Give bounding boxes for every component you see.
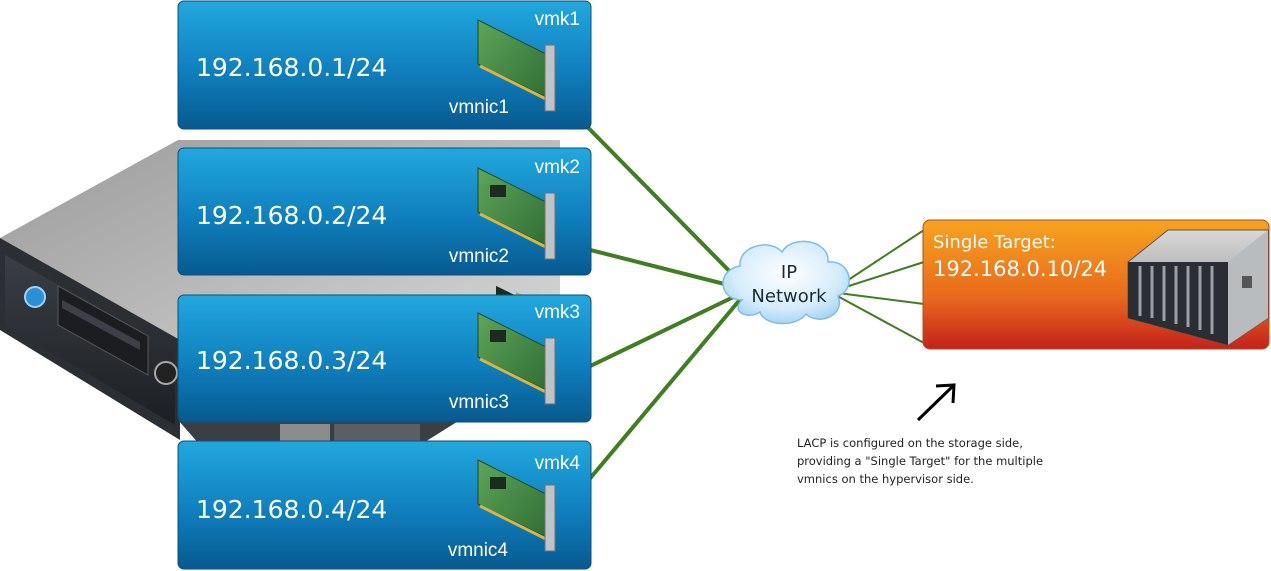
nic-card-icon [477,312,556,405]
vmk-box-4: 192.168.0.4/24 vmk4 vmnic4 [177,440,592,570]
vmnic-label: vmnic3 [449,392,509,413]
cloud-icon: IP Network [722,240,850,325]
vmk-ip: 192.168.0.3/24 [196,346,387,375]
vmnic-label: vmnic4 [448,540,509,561]
vmnic-label: vmnic2 [449,246,509,267]
nic-card-icon [477,167,556,260]
target-ip: 192.168.0.10/24 [933,257,1107,281]
vmk-box-2: 192.168.0.2/24 vmk2 vmnic2 [177,147,592,276]
vmk-label: vmk3 [535,302,580,323]
target-title: Single Target: [933,232,1056,253]
network-label-line1: IP [781,262,797,283]
vmnic-label: vmnic1 [449,97,509,118]
nic-card-icon [477,459,556,552]
vmk-box-1: 192.168.0.1/24 vmk1 vmnic1 [177,0,592,309]
vmk-label: vmk1 [535,9,580,30]
vmk-ip: 192.168.0.4/24 [196,495,387,524]
link-target-3 [829,291,925,305]
vmk-ip: 192.168.0.2/24 [196,201,387,230]
storage-array-icon [1127,229,1269,346]
vmk-label: vmk4 [535,453,581,474]
network-label-line2: Network [751,286,827,307]
vmk-label: vmk2 [535,157,580,178]
link-target-4 [829,291,925,344]
lacp-note: LACP is configured on the storage side, … [797,436,1044,486]
vmk-ip: 192.168.0.1/24 [196,53,387,82]
single-target-box: Single Target: 192.168.0.10/24 [922,219,1270,350]
arrow-icon [916,383,956,422]
vmk-box-3: 192.168.0.3/24 vmk3 vmnic3 [177,294,592,423]
